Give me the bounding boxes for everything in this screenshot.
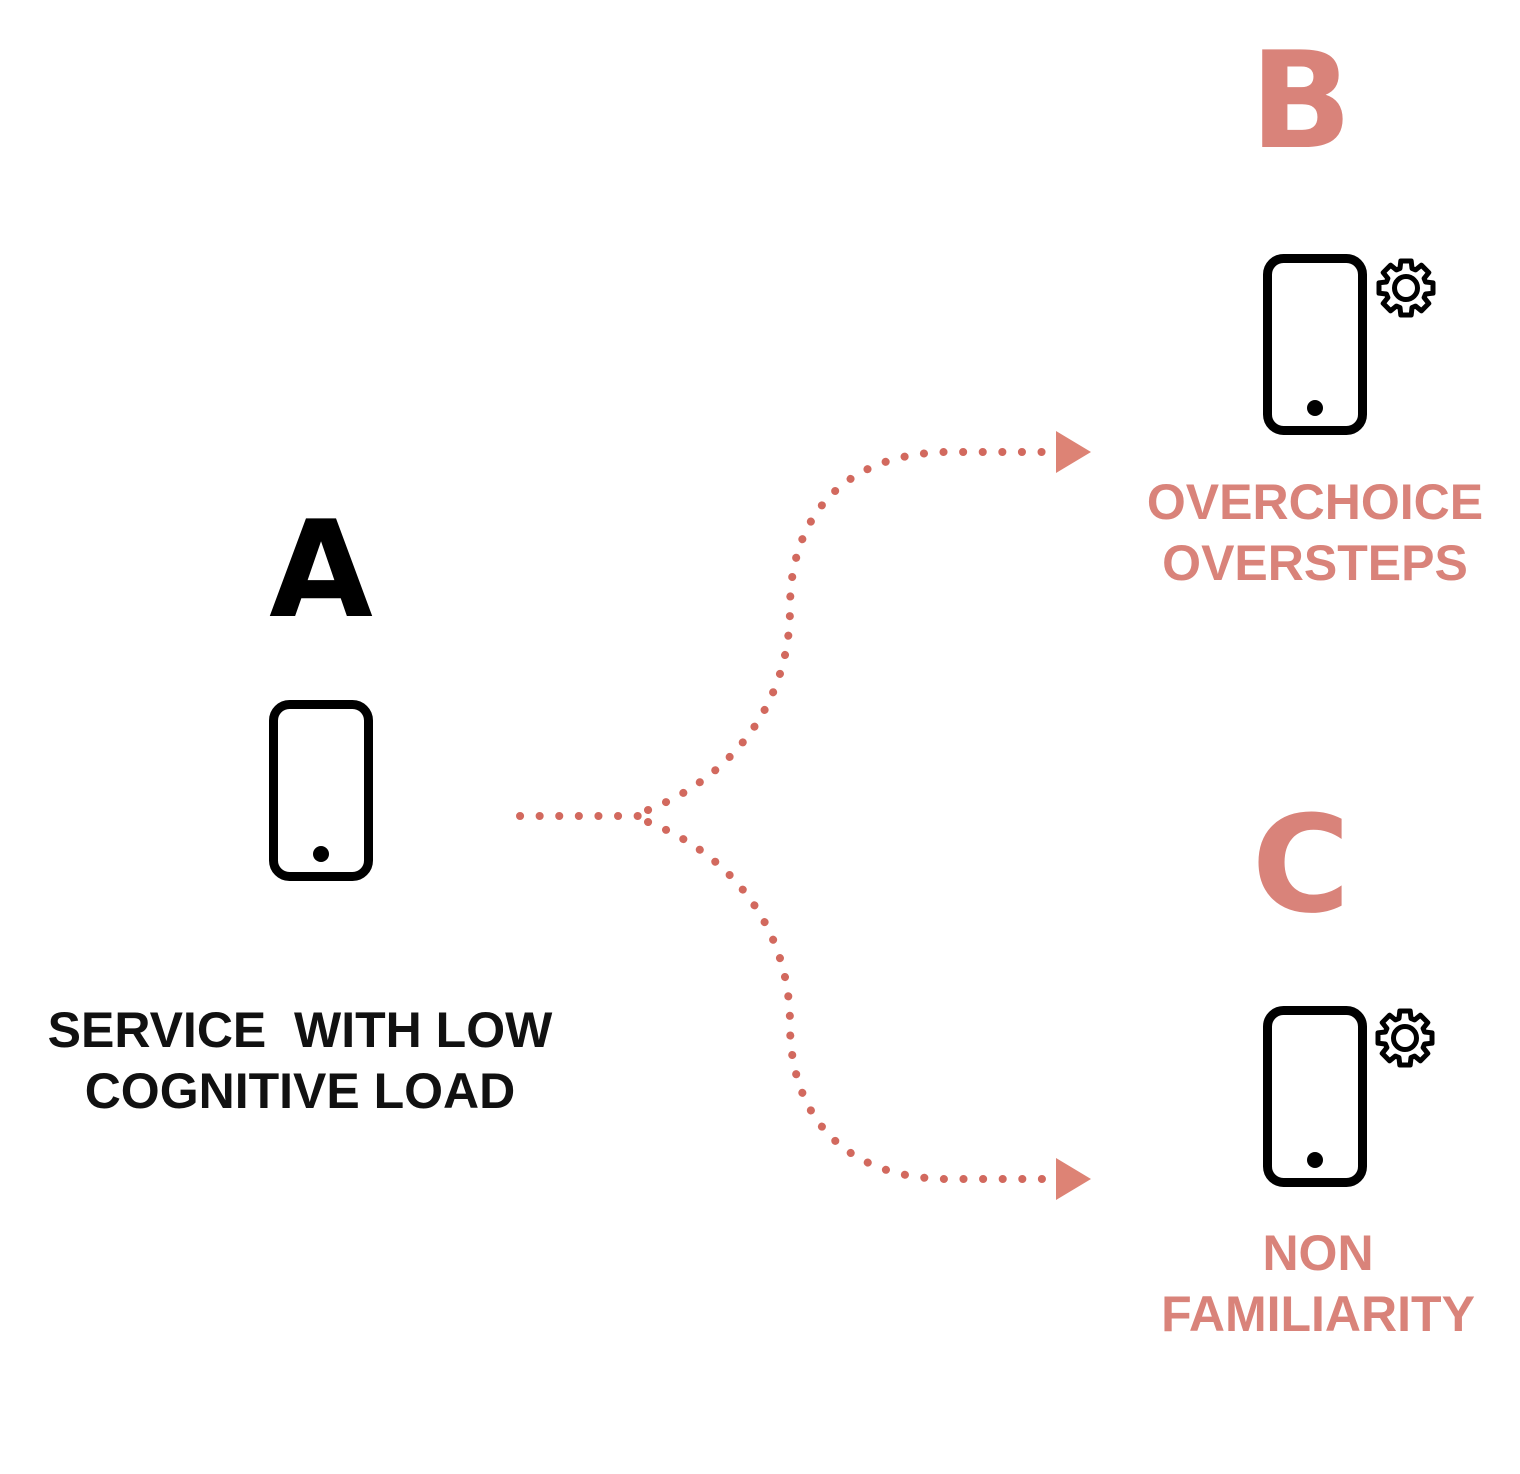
node-c-label: NON FAMILIARITY — [1078, 1223, 1520, 1345]
phone-icon — [1263, 1006, 1367, 1187]
connector-branch-to-c — [644, 818, 1047, 1183]
arrowhead-to-c — [1056, 1158, 1091, 1200]
node-b-label-line1: OVERCHOICE — [1146, 474, 1484, 530]
gear-icon — [1376, 258, 1436, 318]
node-a-label-line2: COGNITIVE LOAD — [84, 1063, 516, 1119]
node-c-label-line2: FAMILIARITY — [1161, 1286, 1475, 1342]
node-a-letter: A — [269, 492, 373, 648]
phone-icon — [269, 700, 373, 881]
connector-branch-to-b — [644, 448, 1047, 814]
node-b-letter: B — [1249, 23, 1353, 179]
node-b-label: OVERCHOICE OVERSTEPS — [1075, 472, 1520, 594]
node-c-label-line1: NON — [1262, 1225, 1374, 1281]
gear-icon — [1375, 1008, 1435, 1068]
node-a-label: SERVICE WITH LOW COGNITIVE LOAD — [0, 1000, 600, 1122]
node-a-label-line1: SERVICE WITH LOW — [47, 1002, 553, 1058]
node-c-letter: C — [1251, 787, 1351, 943]
arrowhead-to-b — [1056, 431, 1091, 473]
node-b-label-line2: OVERSTEPS — [1162, 535, 1468, 591]
phone-icon — [1263, 254, 1367, 435]
